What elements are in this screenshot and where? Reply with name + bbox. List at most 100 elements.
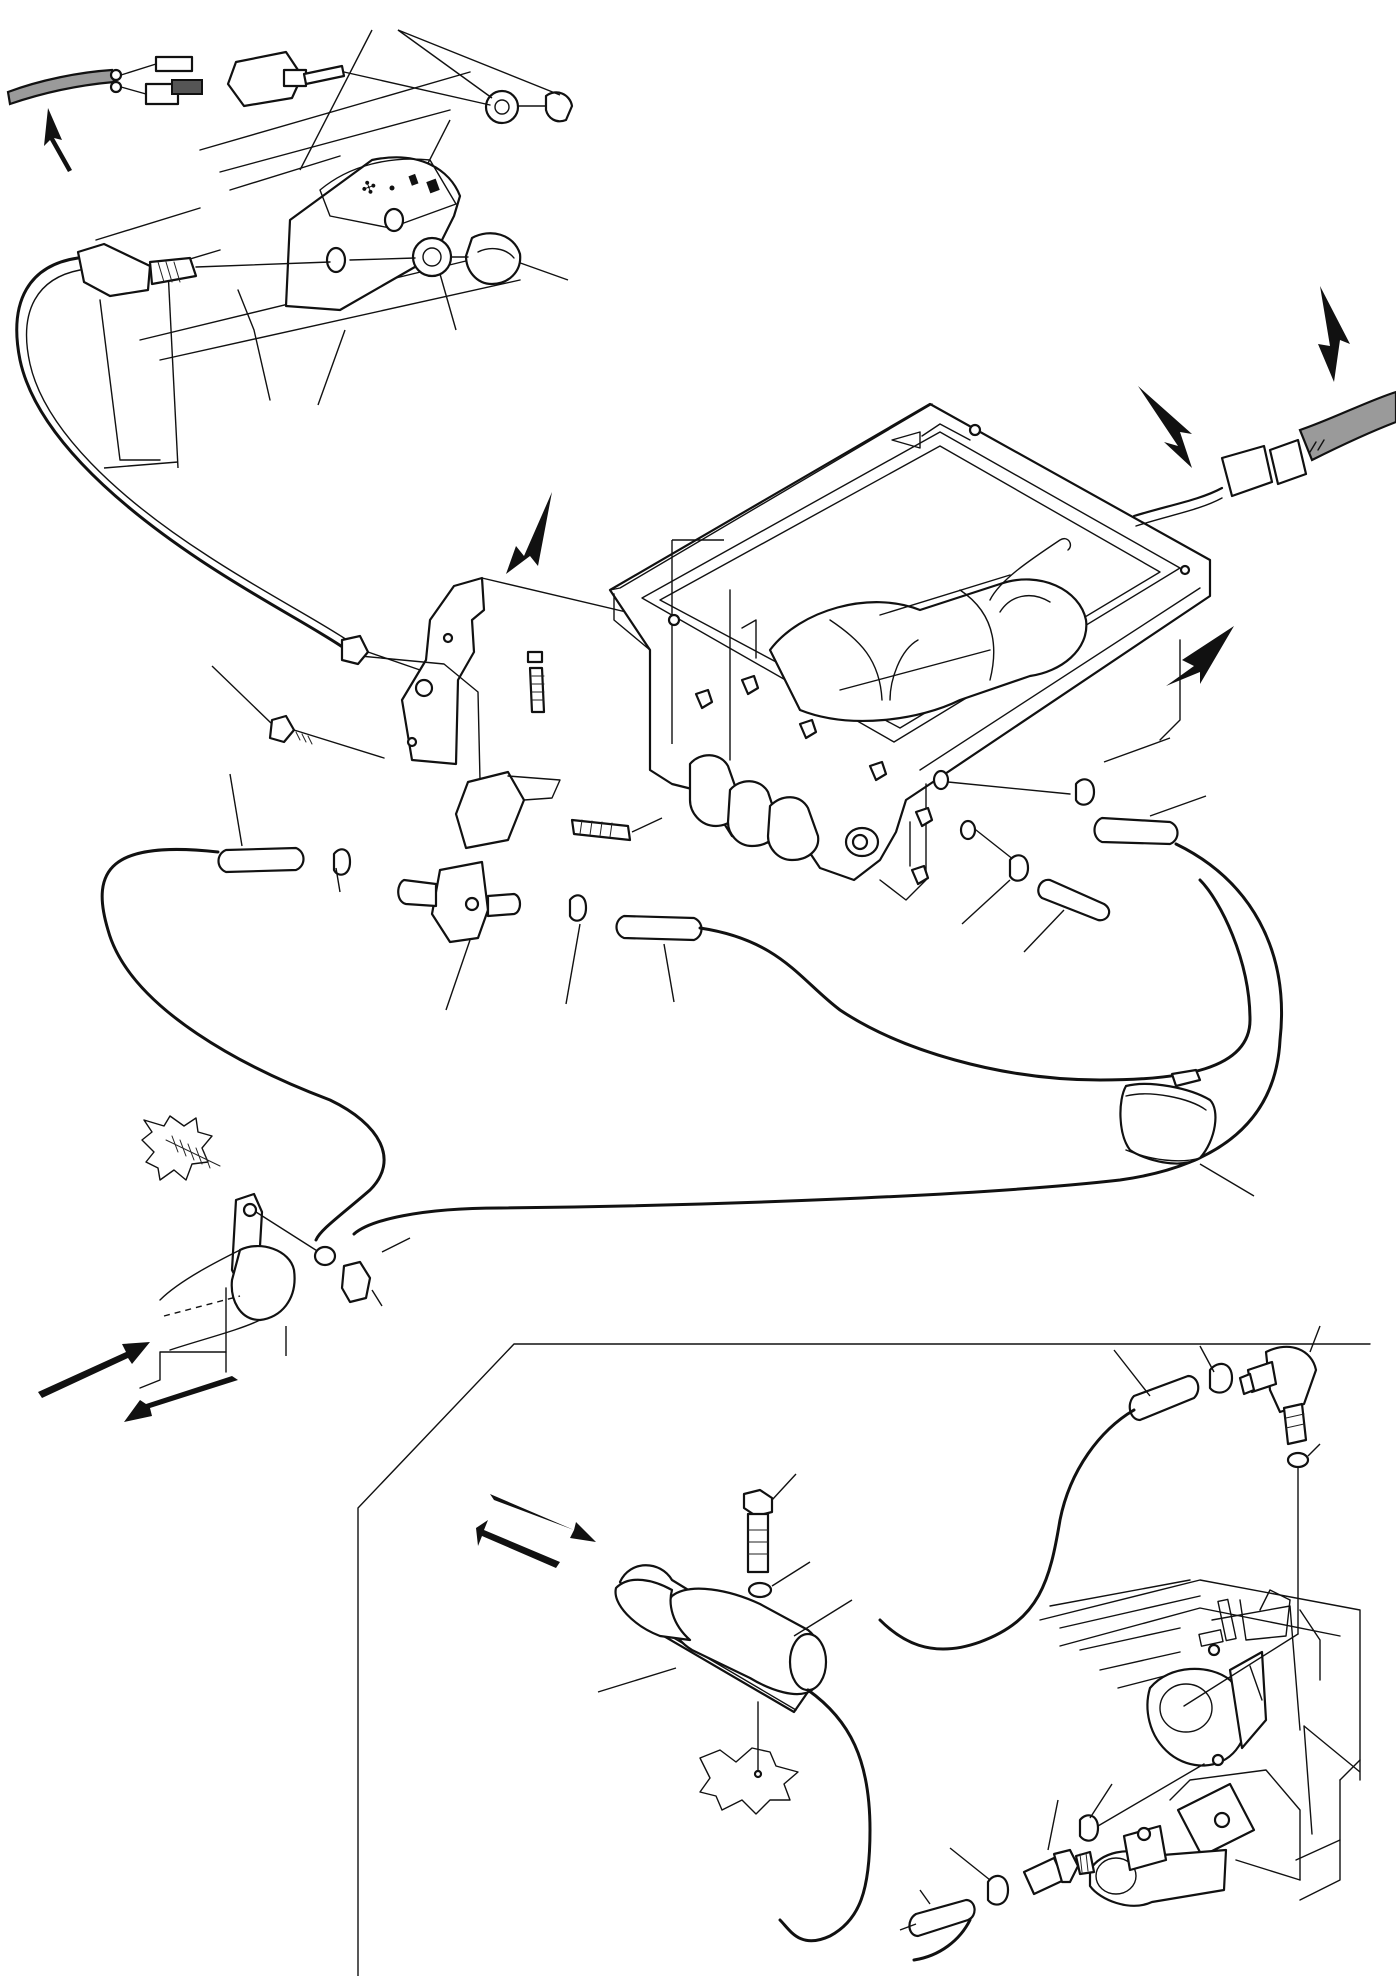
hose-clamp bbox=[1074, 778, 1096, 806]
elbow-fitting-tip bbox=[1238, 1372, 1256, 1396]
detail-bolt bbox=[746, 1512, 770, 1574]
outlet-flange bbox=[1228, 1650, 1268, 1750]
mount-nut bbox=[694, 688, 714, 710]
bracket-hole bbox=[414, 678, 434, 698]
side-port bbox=[932, 769, 950, 791]
fan-symbol-icon: ✣ bbox=[359, 176, 380, 201]
mount-nut bbox=[914, 806, 934, 828]
toggle-lever bbox=[302, 64, 346, 86]
heater-connector bbox=[1268, 438, 1308, 486]
water-valve bbox=[430, 860, 490, 944]
blower-housing bbox=[768, 578, 1088, 722]
mount-nut bbox=[910, 864, 930, 886]
hose-clamp bbox=[568, 894, 588, 922]
side-port bbox=[959, 819, 977, 841]
supply-hose bbox=[698, 878, 1252, 1082]
mount-hole bbox=[1179, 564, 1191, 576]
elbow-fitting-stem bbox=[1282, 1402, 1308, 1446]
sleeve-rim bbox=[788, 1632, 828, 1692]
cable-end-fitting bbox=[76, 242, 152, 298]
supply-hose bbox=[100, 847, 386, 1242]
straight-fitting-thread bbox=[1074, 1850, 1096, 1876]
cab-wall-break bbox=[141, 1115, 213, 1181]
coolant-pipe bbox=[1088, 1848, 1228, 1907]
plate-hole bbox=[325, 246, 347, 274]
bulkhead-nut bbox=[340, 1260, 372, 1304]
harness-connector-pin bbox=[109, 68, 123, 82]
mount-nut bbox=[740, 674, 760, 696]
fan-switch-group bbox=[6, 50, 574, 172]
plate-hole bbox=[242, 1202, 258, 1218]
valve-screw-nut bbox=[268, 714, 296, 744]
valve-spigot bbox=[397, 878, 438, 908]
fitting-washer bbox=[1286, 1451, 1310, 1469]
bulkhead-group bbox=[38, 1115, 411, 1422]
inset-arrow-out bbox=[476, 1520, 560, 1568]
valve-bracket bbox=[400, 576, 486, 766]
switch-nut bbox=[484, 89, 520, 125]
hose-piece bbox=[1093, 816, 1179, 846]
valve-bracket-group bbox=[211, 492, 663, 1011]
control-cable bbox=[15, 256, 346, 650]
bracket-bolt bbox=[528, 666, 546, 714]
hose-piece bbox=[615, 914, 703, 942]
inset-hose-piece bbox=[1128, 1374, 1200, 1422]
floor-hole bbox=[753, 1769, 763, 1779]
bracket-hole bbox=[442, 632, 454, 644]
heater-outlet bbox=[766, 796, 820, 862]
engine-block bbox=[1039, 1579, 1361, 1907]
mount-nut bbox=[868, 760, 888, 782]
switch-knob bbox=[464, 232, 522, 286]
inset-hose bbox=[912, 1918, 972, 1962]
bracket-washer bbox=[526, 650, 544, 664]
heater-harness bbox=[1298, 390, 1396, 462]
valve-spigot bbox=[486, 892, 522, 918]
inset-hose-clamp bbox=[1208, 1362, 1234, 1394]
hose-piece bbox=[217, 846, 305, 874]
wiring-harness bbox=[6, 68, 116, 106]
toggle-bushing bbox=[282, 68, 308, 88]
harness-arrow bbox=[1318, 286, 1350, 382]
inset-hose bbox=[878, 1408, 1136, 1651]
heater-lead-wire bbox=[1132, 486, 1224, 518]
fan-switch bbox=[226, 50, 304, 108]
dial-tick bbox=[389, 185, 395, 191]
control-plate-group: ✣ bbox=[95, 71, 522, 401]
spade-connector-sleeve bbox=[171, 79, 203, 95]
valve-arrow bbox=[506, 492, 552, 574]
inset-arrow-in bbox=[490, 1494, 596, 1542]
heater-arrow bbox=[1166, 626, 1234, 686]
dial-tick bbox=[426, 178, 440, 194]
mount-hole bbox=[968, 423, 982, 437]
plate-hole bbox=[383, 207, 405, 233]
harness-connector-pin bbox=[109, 80, 123, 94]
bulkhead-tube bbox=[230, 1245, 296, 1322]
knob-nut bbox=[411, 236, 453, 278]
upper-fan-plate bbox=[319, 158, 457, 229]
heater-unit-group bbox=[608, 286, 1396, 901]
hose-sleeve-end bbox=[614, 1578, 692, 1642]
wire-arrow bbox=[1138, 386, 1192, 468]
hose-piece bbox=[1037, 878, 1111, 922]
mount-hole bbox=[667, 613, 681, 627]
harness-direction-arrow bbox=[44, 108, 72, 172]
drain-port-inner bbox=[851, 833, 869, 851]
mount-nut bbox=[798, 718, 818, 740]
tee-port bbox=[1136, 1826, 1152, 1842]
flow-out-arrow bbox=[124, 1376, 238, 1422]
washer bbox=[313, 1245, 337, 1267]
hose-system bbox=[100, 737, 1283, 1242]
leaders-top bbox=[103, 29, 569, 469]
inset-hose-piece bbox=[908, 1898, 976, 1938]
flange-bolt bbox=[1207, 1643, 1221, 1657]
floor-break bbox=[699, 1747, 799, 1815]
hose-clip-tab bbox=[1170, 1068, 1202, 1088]
inset-hose bbox=[778, 1688, 872, 1943]
engine-outlet-pipe bbox=[1146, 1667, 1248, 1767]
switch-cap bbox=[544, 91, 574, 123]
fitting-oring bbox=[1078, 1814, 1100, 1842]
detail-washer bbox=[747, 1581, 773, 1599]
detail-bolt-head bbox=[742, 1488, 774, 1518]
port-hole bbox=[1213, 1811, 1231, 1829]
